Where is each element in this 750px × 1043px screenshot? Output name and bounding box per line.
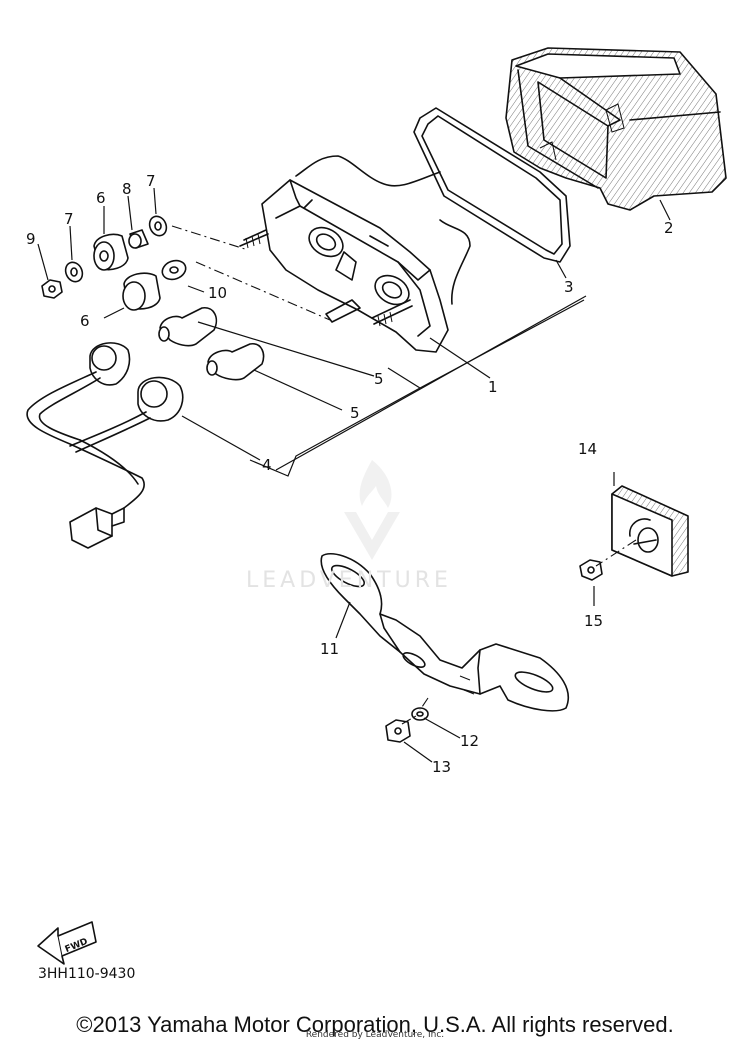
leadventure-logo-icon — [344, 460, 400, 560]
part-15-nut — [579, 559, 603, 581]
part-1-taillight-housing — [239, 155, 471, 353]
callout-10: 10 — [208, 284, 227, 302]
watermark-text: LEADVENTURE — [246, 568, 452, 593]
part-6-grommet-lower — [122, 272, 161, 311]
callout-labels: 1 2 3 4 5 5 6 6 7 7 8 9 10 11 12 13 14 1… — [26, 172, 674, 776]
callout-7-right: 7 — [146, 172, 156, 190]
part-8-collar — [128, 229, 149, 249]
part-13-nut — [385, 719, 411, 743]
copyright-notice: ©2013 Yamaha Motor Corporation, U.S.A. A… — [76, 1012, 674, 1037]
callout-15: 15 — [584, 612, 603, 630]
leader-lines — [37, 187, 671, 763]
part-10-washer — [161, 259, 187, 281]
part-12-washer — [411, 707, 429, 721]
part-6-grommet-upper — [93, 233, 129, 271]
part-5-bulb-upper — [158, 307, 218, 347]
part-2-tail-lens — [505, 47, 727, 211]
assembly-center-lines — [171, 225, 637, 725]
callout-2: 2 — [664, 219, 674, 237]
drawing-code: 3HH110-9430 — [38, 966, 136, 982]
part-3-gasket — [413, 107, 571, 263]
callout-9: 9 — [26, 230, 36, 248]
callout-3: 3 — [564, 278, 574, 296]
callout-8: 8 — [122, 180, 132, 198]
callout-6-upper: 6 — [96, 189, 106, 207]
callout-5-lower: 5 — [350, 404, 360, 422]
callout-13: 13 — [432, 758, 451, 776]
part-9-nut — [41, 279, 63, 299]
callout-12: 12 — [460, 732, 479, 750]
part-4-socket-harness — [26, 342, 184, 549]
part-11-license-bracket — [320, 552, 570, 712]
callout-11: 11 — [320, 640, 339, 658]
forward-arrow-icon: FWD — [37, 921, 97, 965]
callout-1: 1 — [488, 378, 498, 396]
part-7-washer-right — [148, 215, 168, 237]
callout-6-lower: 6 — [80, 312, 90, 330]
rendered-by-notice: Rendered by LeadVenture, Inc. — [305, 1030, 445, 1040]
part-7-washer-left — [64, 261, 84, 283]
callout-5-upper: 5 — [374, 370, 384, 388]
part-14-license-light — [611, 485, 689, 577]
part-5-bulb-lower — [206, 343, 265, 381]
callout-7-left: 7 — [64, 210, 74, 228]
callout-4: 4 — [262, 456, 272, 474]
callout-14: 14 — [578, 440, 597, 458]
